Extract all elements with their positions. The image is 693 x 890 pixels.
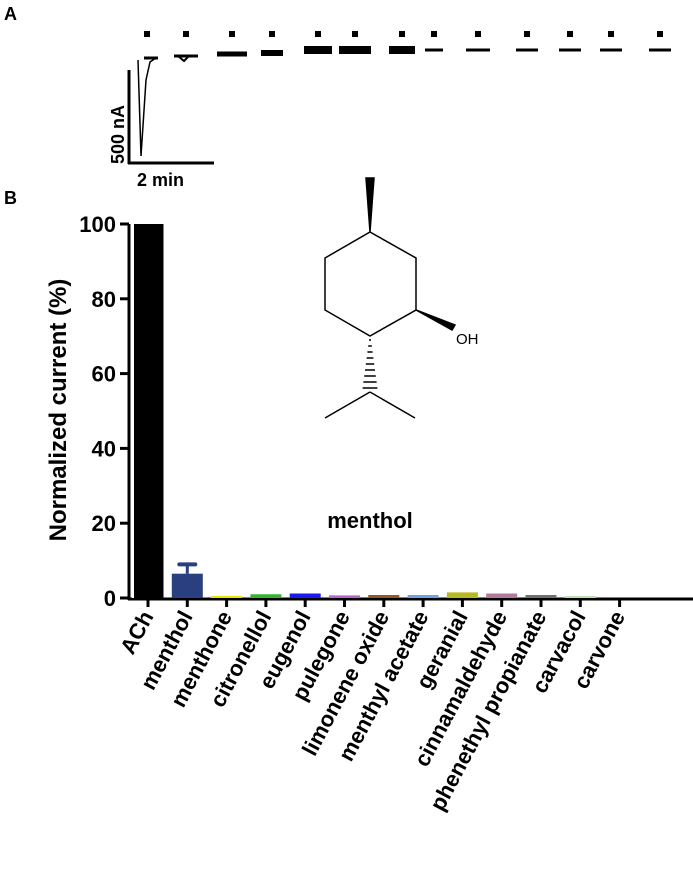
application-marker	[431, 31, 437, 37]
application-marker	[269, 31, 275, 37]
bar-eugenol	[289, 593, 321, 598]
application-marker	[144, 31, 150, 37]
current-trace	[137, 31, 671, 157]
trace-segment	[144, 56, 158, 60]
trace-segment	[261, 50, 283, 56]
bar-menthol	[171, 573, 203, 598]
y-tick-label: 80	[92, 287, 116, 312]
application-marker	[352, 31, 358, 37]
scale-time-label: 2 min	[137, 170, 184, 190]
panel-label-a: A	[4, 4, 17, 24]
bar-pulegone	[329, 595, 360, 598]
application-marker	[399, 31, 405, 37]
application-marker	[315, 31, 321, 37]
application-marker	[524, 31, 530, 37]
bar-citronellol	[250, 594, 282, 598]
trace-segment	[217, 51, 247, 57]
structure-name: menthol	[327, 508, 413, 533]
y-tick-label: 40	[92, 436, 116, 461]
trace-segment	[174, 54, 198, 58]
application-marker	[229, 31, 235, 37]
trace-segment	[304, 46, 332, 54]
bar-menthone	[211, 596, 243, 598]
panel-label-b: B	[4, 188, 17, 208]
ach-response-trace	[137, 57, 157, 157]
trace-segment	[600, 48, 622, 52]
y-axis-label: Normalized current (%)	[45, 279, 72, 542]
bar-ACh	[132, 224, 164, 598]
trace-segment	[425, 48, 443, 52]
y-tick-label: 60	[92, 362, 116, 387]
scale-current-label: 500 nA	[108, 105, 128, 164]
y-tick-label: 100	[79, 212, 116, 237]
trace-segment	[339, 46, 371, 54]
trace-segment	[516, 48, 538, 52]
application-marker	[183, 31, 189, 37]
scale-bar: 500 nA 2 min	[108, 70, 214, 190]
bar-cinnamaldehyde	[486, 593, 518, 598]
menthol-response-trace	[177, 55, 189, 63]
application-marker	[657, 31, 663, 37]
y-tick-label: 0	[104, 586, 116, 611]
menthol-structure	[324, 177, 457, 419]
trace-segment	[649, 48, 671, 52]
bar-geranial	[446, 592, 478, 598]
bar-carvacol	[564, 596, 596, 598]
application-marker	[608, 31, 614, 37]
application-marker	[475, 31, 481, 37]
trace-segment	[389, 46, 415, 54]
trace-segment	[466, 48, 490, 52]
y-tick-label: 20	[92, 511, 116, 536]
bar-limonene-oxide	[368, 595, 400, 598]
oh-label: OH	[456, 331, 479, 348]
bar-phenethyl-propianate	[525, 595, 557, 598]
application-marker	[567, 31, 573, 37]
trace-segment	[559, 48, 581, 52]
bar-menthyl-acetate	[407, 595, 439, 598]
